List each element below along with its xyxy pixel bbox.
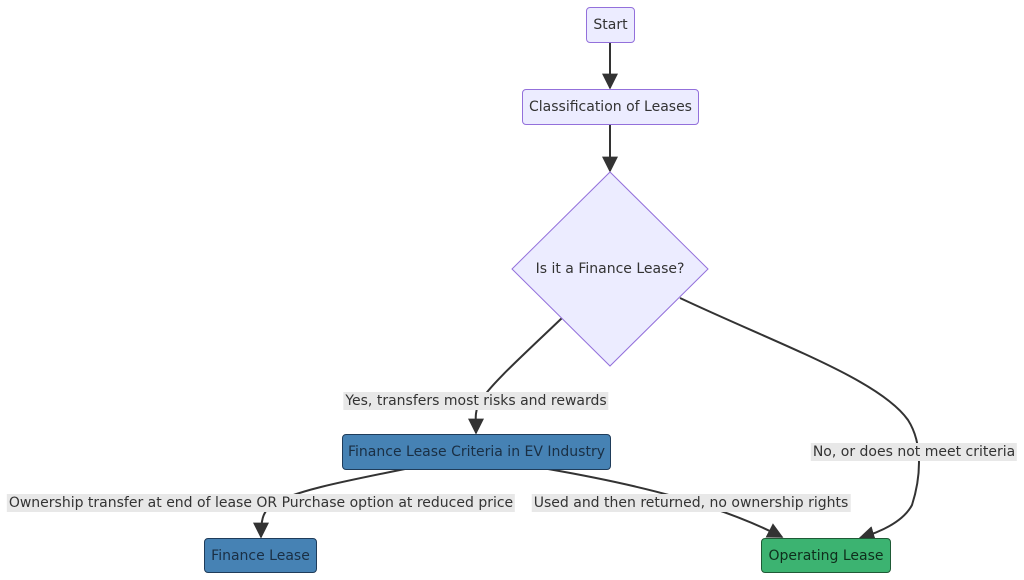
operating-lease-label: Operating Lease xyxy=(768,547,884,564)
finance-lease-label: Finance Lease xyxy=(211,547,310,564)
edge-label-returned: Used and then returned, no ownership rig… xyxy=(531,494,851,512)
classification-node: Classification of Leases xyxy=(522,89,699,125)
start-label: Start xyxy=(593,17,628,33)
edge-decision-to-criteria xyxy=(467,317,563,435)
classification-label: Classification of Leases xyxy=(529,99,692,115)
edge-decision-to-operating xyxy=(679,297,920,542)
edge-label-ownership: Ownership transfer at end of lease OR Pu… xyxy=(6,494,516,512)
finance-lease-node: Finance Lease xyxy=(204,538,317,573)
start-node: Start xyxy=(586,7,635,43)
decision-diamond xyxy=(511,171,709,367)
operating-lease-node: Operating Lease xyxy=(761,538,891,573)
edge-label-no: No, or does not meet criteria xyxy=(810,443,1018,461)
edge-label-yes: Yes, transfers most risks and rewards xyxy=(343,392,609,410)
decision-label: Is it a Finance Lease? xyxy=(535,261,685,277)
finance-criteria-node: Finance Lease Criteria in EV Industry xyxy=(342,434,611,470)
finance-criteria-label: Finance Lease Criteria in EV Industry xyxy=(348,444,605,460)
